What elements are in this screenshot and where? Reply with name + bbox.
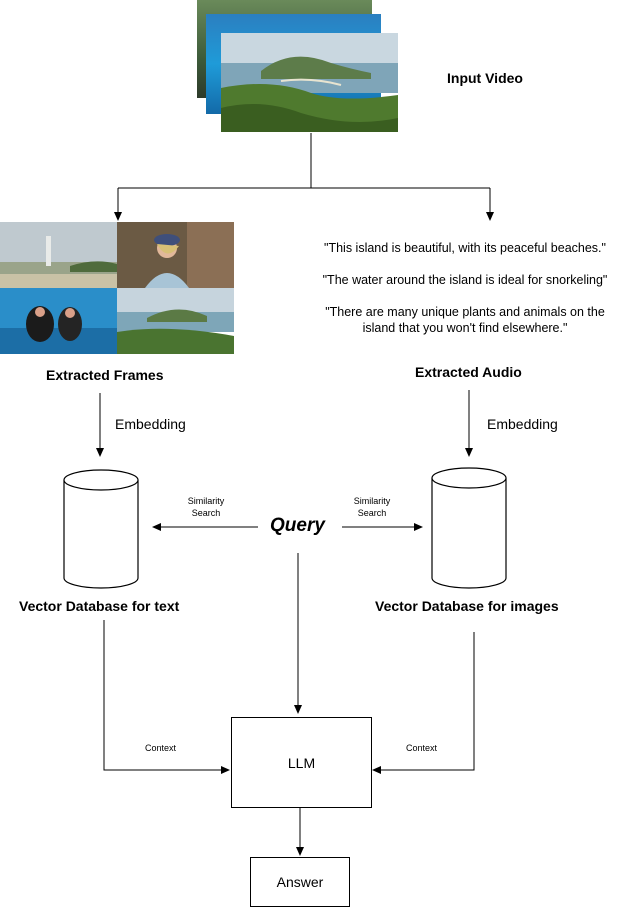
frame-divers: [0, 288, 117, 354]
extracted-audio-label: Extracted Audio: [415, 364, 522, 380]
arrow-left-context: [103, 620, 230, 774]
frame-woman-in-hat: [117, 222, 234, 288]
right-context-label: Context: [406, 743, 438, 753]
audio-quote-3: "There are many unique plants and animal…: [325, 305, 605, 335]
frames-embedding-label: Embedding: [115, 416, 186, 432]
audio-quote-1: "This island is beautiful, with its peac…: [324, 241, 606, 255]
answer-box: Answer: [250, 857, 350, 907]
audio-quote-2: "The water around the island is ideal fo…: [322, 273, 608, 287]
vector-db-text-cylinder: [63, 469, 139, 589]
query-label: Query: [270, 515, 325, 536]
frame-lighthouse: [0, 222, 117, 288]
left-similarity-search-label: Similarity Search: [187, 496, 225, 518]
video-frame-front: [221, 33, 398, 132]
input-video-label: Input Video: [447, 70, 523, 86]
arrow-right-context: [372, 632, 475, 774]
island-scene-image: [221, 33, 398, 132]
right-similarity-search-label: Similarity Search: [353, 496, 391, 518]
left-context-label: Context: [145, 743, 177, 753]
llm-box: LLM: [231, 717, 372, 808]
audio-embedding-label: Embedding: [487, 416, 558, 432]
llm-label: LLM: [287, 754, 316, 771]
vector-db-text-label: Vector Database for text: [19, 598, 180, 614]
frame-island: [117, 288, 234, 354]
vector-db-images-cylinder: [431, 467, 507, 589]
extracted-frames-label: Extracted Frames: [46, 367, 164, 383]
vector-db-images-label: Vector Database for images: [375, 598, 559, 614]
answer-label: Answer: [276, 874, 324, 890]
